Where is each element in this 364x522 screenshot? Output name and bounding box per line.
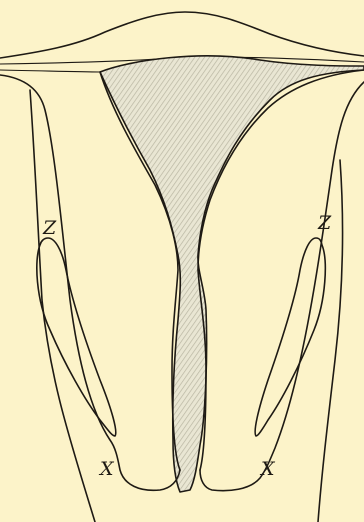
right-loop (255, 238, 325, 436)
label-z-left: Z (42, 217, 57, 239)
label-x-right: X (259, 458, 276, 480)
top-dome-outline (0, 12, 364, 58)
label-z-right: Z (317, 212, 332, 234)
left-lower-wall (30, 90, 95, 522)
label-x-left: X (98, 458, 115, 480)
shaded-cavity (100, 56, 364, 492)
